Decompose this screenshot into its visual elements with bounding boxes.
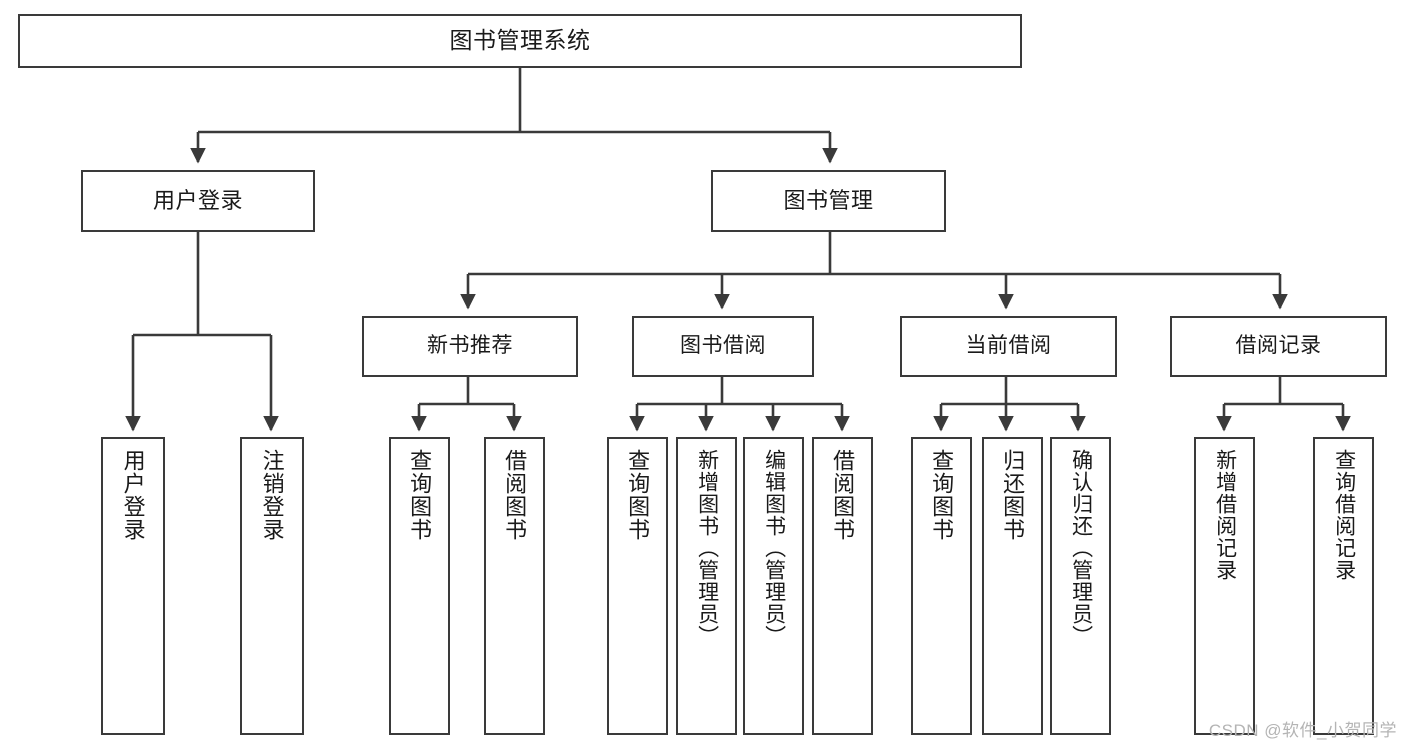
node-label: 确认归还（管理员） bbox=[1069, 449, 1093, 647]
node-label: 当前借阅 bbox=[965, 334, 1052, 358]
node-label: 用户登录 bbox=[120, 449, 146, 541]
leaf-query-book-borrow[interactable]: 查询图书 bbox=[607, 437, 668, 735]
node-label: 借阅记录 bbox=[1235, 334, 1322, 358]
node-label: 新增借阅记录 bbox=[1213, 449, 1237, 581]
leaf-add-borrow-record[interactable]: 新增借阅记录 bbox=[1194, 437, 1255, 735]
leaf-query-book-recommend[interactable]: 查询图书 bbox=[389, 437, 450, 735]
node-label: 归还图书 bbox=[1000, 449, 1026, 541]
node-label: 注销登录 bbox=[259, 449, 285, 541]
leaf-return-book[interactable]: 归还图书 bbox=[982, 437, 1043, 735]
node-label: 查询借阅记录 bbox=[1332, 449, 1356, 581]
leaf-logout[interactable]: 注销登录 bbox=[240, 437, 304, 735]
node-borrow-records[interactable]: 借阅记录 bbox=[1170, 316, 1387, 377]
node-label: 图书管理系统 bbox=[449, 27, 591, 54]
node-label: 查询图书 bbox=[407, 449, 433, 541]
leaf-confirm-return-admin[interactable]: 确认归还（管理员） bbox=[1050, 437, 1111, 735]
leaf-query-borrow-record[interactable]: 查询借阅记录 bbox=[1313, 437, 1374, 735]
node-label: 借阅图书 bbox=[830, 449, 856, 541]
node-current-borrowing[interactable]: 当前借阅 bbox=[900, 316, 1117, 377]
node-root-system[interactable]: 图书管理系统 bbox=[18, 14, 1022, 68]
leaf-user-login[interactable]: 用户登录 bbox=[101, 437, 165, 735]
leaf-add-book-admin[interactable]: 新增图书（管理员） bbox=[676, 437, 737, 735]
node-label: 图书管理 bbox=[783, 188, 874, 214]
leaf-borrow-book[interactable]: 借阅图书 bbox=[812, 437, 873, 735]
node-label: 查询图书 bbox=[625, 449, 651, 541]
leaf-query-book-current[interactable]: 查询图书 bbox=[911, 437, 972, 735]
node-new-book-recommendation[interactable]: 新书推荐 bbox=[362, 316, 578, 377]
node-user-login[interactable]: 用户登录 bbox=[81, 170, 315, 232]
node-label: 新增图书（管理员） bbox=[695, 449, 719, 647]
leaf-edit-book-admin[interactable]: 编辑图书（管理员） bbox=[743, 437, 804, 735]
node-label: 新书推荐 bbox=[427, 334, 513, 358]
watermark: CSDN @软件_小贺同学 bbox=[1208, 721, 1397, 740]
node-label: 编辑图书（管理员） bbox=[762, 449, 786, 647]
node-label: 用户登录 bbox=[152, 188, 243, 214]
node-book-borrowing[interactable]: 图书借阅 bbox=[632, 316, 814, 377]
leaf-borrow-book-recommend[interactable]: 借阅图书 bbox=[484, 437, 545, 735]
node-book-management[interactable]: 图书管理 bbox=[711, 170, 946, 232]
node-label: 图书借阅 bbox=[680, 334, 766, 358]
node-label: 查询图书 bbox=[929, 449, 955, 541]
node-label: 借阅图书 bbox=[502, 449, 528, 541]
